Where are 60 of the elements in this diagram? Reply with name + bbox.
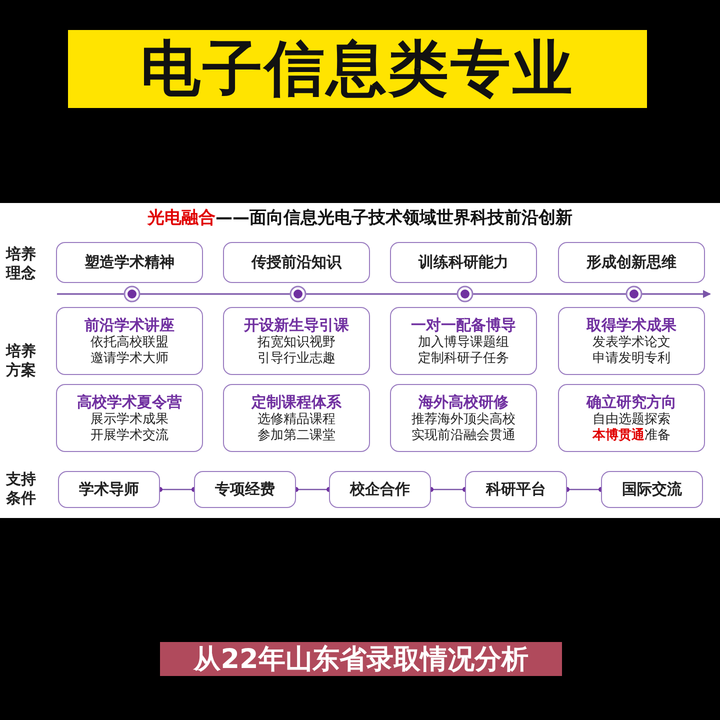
support-box: [465, 471, 567, 508]
box-heading: 定制课程体系: [252, 392, 342, 412]
plan-box: [56, 307, 203, 375]
box-label: 训练科研能力: [418, 253, 508, 272]
concept-box: [558, 242, 705, 283]
connector-line: [428, 487, 468, 492]
support-box: [601, 471, 703, 508]
concept-box: [56, 242, 203, 283]
box-heading: 开设新生导引课: [244, 316, 349, 334]
row-label: 培养方案: [6, 342, 37, 380]
plan-box: [390, 307, 537, 375]
concept-box: [223, 242, 370, 283]
box-text: 邀请学术大师: [90, 350, 168, 366]
support-box: [329, 471, 431, 508]
box-text: 拓宽知识视野: [258, 334, 336, 350]
plan-box: [558, 384, 705, 452]
box-text: 申请发明专利: [592, 350, 670, 366]
plan-box: [558, 307, 705, 375]
box-text: 实现前沿融会贯通: [412, 428, 516, 444]
concept-box: [390, 242, 537, 283]
support-box: [194, 471, 296, 508]
box-label: 国际交流: [622, 480, 682, 499]
box-label: 学术导师: [79, 480, 139, 499]
diagram-heading: 光电融合——面向信息光电子技术领域世界科技前沿创新: [146, 207, 574, 229]
plan-box: [223, 307, 370, 375]
connector-line: [294, 487, 332, 492]
box-label: 塑造学术精神: [84, 253, 174, 272]
box-text: 本博贯通准备: [592, 428, 670, 444]
box-text: 展示学术成果: [90, 412, 168, 428]
box-label: 校企合作: [350, 480, 410, 499]
box-label: 专项经费: [215, 480, 275, 499]
plan-box: [390, 384, 537, 452]
plan-box: [223, 384, 370, 452]
box-text: 推荐海外顶尖高校: [412, 412, 516, 428]
box-text: 定制科研子任务: [418, 350, 509, 366]
caption-banner: 从22年山东省录取情况分析: [160, 642, 562, 676]
plan-box: [56, 384, 203, 452]
box-heading: 海外高校研修: [418, 392, 508, 412]
support-box: [58, 471, 160, 508]
title-banner: 电子信息类专业: [68, 30, 647, 108]
box-text: 依托高校联盟: [90, 334, 168, 350]
box-text: 加入博导课题组: [418, 334, 509, 350]
box-heading: 高校学术夏令营: [77, 392, 182, 412]
box-text: 自由选题探索: [592, 412, 670, 428]
box-text: 开展学术交流: [90, 428, 168, 444]
box-label: 形成创新思维: [586, 253, 676, 272]
row-label: 培养理念: [6, 245, 37, 283]
connector-line: [158, 487, 196, 492]
box-text: 发表学术论文: [592, 334, 670, 350]
box-heading: 取得学术成果: [586, 316, 676, 334]
box-heading: 一对一配备博导: [411, 316, 516, 334]
connector-line: [564, 487, 604, 492]
box-text: 选修精品课程: [258, 412, 336, 428]
box-label: 科研平台: [486, 480, 546, 499]
box-text: 参加第二课堂: [258, 428, 336, 444]
box-text: 引导行业志趣: [258, 350, 336, 366]
box-label: 传授前沿知识: [252, 253, 342, 272]
box-heading: 确立研究方向: [586, 392, 676, 412]
row-label: 支持条件: [6, 470, 37, 508]
box-heading: 前沿学术讲座: [84, 316, 174, 334]
